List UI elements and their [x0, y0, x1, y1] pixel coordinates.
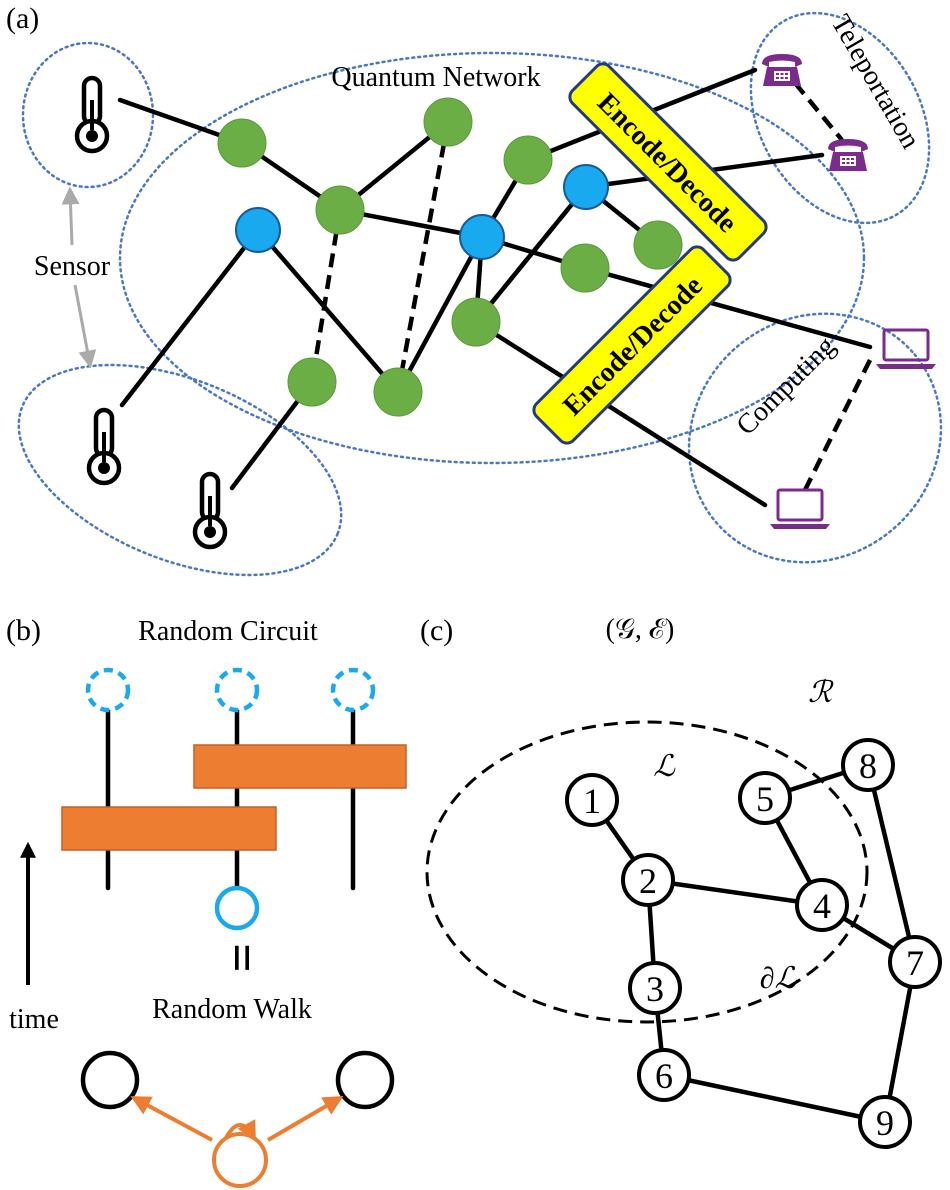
graph-node: 7 [888, 935, 942, 989]
time-label: time [9, 1004, 59, 1035]
qubit-dashed [214, 667, 260, 713]
thermometer-icon [192, 471, 228, 550]
sensor-arrow-up [61, 186, 80, 246]
qubit-dashed [330, 667, 376, 713]
encoder-box-2: Encode/Decode [532, 245, 732, 445]
region-l-label: ℒ [653, 750, 676, 783]
computing-label: Computing [730, 330, 841, 441]
thermometer-icon [74, 75, 110, 154]
teleportation-region [749, 11, 931, 225]
hub-node [235, 207, 281, 253]
sensor-label: Sensor [34, 251, 111, 282]
teleportation-label: Teleportation [825, 10, 926, 154]
encoder-label: Encode/Decode [557, 270, 709, 422]
graph-nodes: 1 2 3 4 5 6 7 [565, 738, 942, 1149]
svg-text:2: 2 [639, 861, 657, 901]
network-node [315, 185, 365, 235]
sensor-region-bottom [17, 363, 343, 577]
hub-node [563, 164, 609, 210]
computing-region [687, 312, 943, 564]
graph-node: 5 [738, 771, 792, 825]
quantum-network-region [118, 51, 866, 465]
telephone-icon [762, 54, 802, 86]
network-node [451, 297, 501, 347]
network-node [633, 220, 683, 270]
walk-self-loop [224, 1119, 256, 1142]
svg-text:6: 6 [655, 1056, 673, 1096]
panel-a-label: (a) [6, 2, 39, 35]
panel-c: (c) (𝒢, ℰ) ℛ ℒ ∂ℒ 1 2 [420, 614, 942, 1149]
graph-node: 9 [858, 1095, 912, 1149]
random-walk-label: Random Walk [152, 994, 312, 1025]
svg-text:7: 7 [906, 943, 924, 983]
graph-node: 3 [628, 961, 682, 1015]
panel-c-label: (c) [420, 614, 453, 647]
sensor-region-top [21, 41, 155, 189]
network-nodes [217, 97, 683, 417]
walk-node-right [335, 1050, 395, 1110]
laptop-icon [876, 328, 936, 369]
svg-text:5: 5 [756, 779, 774, 819]
network-node [217, 118, 267, 168]
panel-b: (b) Random Circuit = time Random Walk [6, 614, 407, 1188]
network-node [423, 97, 473, 147]
hub-node [459, 214, 505, 260]
graph-node: 6 [637, 1048, 691, 1102]
walk-arrow-right [266, 1095, 344, 1142]
svg-text:4: 4 [813, 886, 831, 926]
network-node [560, 243, 610, 293]
network-node [373, 367, 423, 417]
svg-text:8: 8 [859, 746, 877, 786]
walk-node-current [212, 1132, 268, 1188]
region-l-boundary [425, 720, 869, 1024]
svg-text:3: 3 [646, 969, 664, 1009]
circuit-gate [193, 744, 407, 789]
svg-text:9: 9 [876, 1103, 894, 1143]
network-node [287, 357, 337, 407]
thermometer-icon [86, 407, 122, 486]
graph-label: (𝒢, ℰ) [606, 614, 675, 645]
equals-sign: = [213, 943, 270, 973]
sensor-arrow-down [73, 284, 97, 369]
qubit-input [214, 885, 260, 931]
panel-b-label: (b) [6, 614, 41, 647]
svg-text:1: 1 [583, 781, 601, 821]
boundary-label: ∂ℒ [760, 962, 798, 995]
graph-node: 4 [795, 878, 849, 932]
graph-node: 8 [841, 738, 895, 792]
encoder-label: Encode/Decode [591, 87, 743, 239]
laptop-icon [770, 488, 830, 529]
graph-node: 2 [621, 853, 675, 907]
network-label: Quantum Network [331, 62, 540, 93]
qubit-dashed [85, 667, 131, 713]
network-node [503, 135, 553, 185]
walk-arrow-left [130, 1096, 213, 1142]
graph-node: 1 [565, 773, 619, 827]
circuit-gate [61, 806, 277, 851]
random-circuit-title: Random Circuit [138, 616, 318, 647]
region-r-label: ℛ [808, 676, 834, 709]
walk-node-left [80, 1050, 140, 1110]
telephone-icon [828, 139, 868, 171]
panel-a: (a) [6, 2, 943, 577]
